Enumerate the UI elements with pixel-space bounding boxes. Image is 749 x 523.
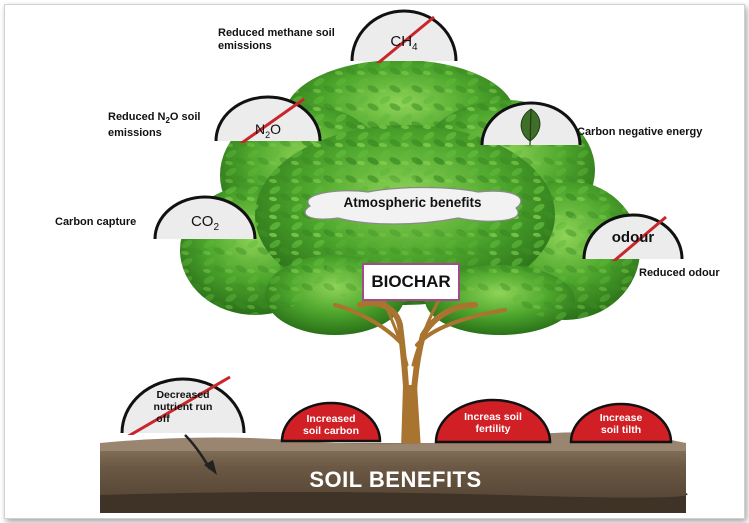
- n2o-label-part1: Reduced N: [108, 111, 166, 123]
- reduced-odour-label: Reduced odour: [639, 267, 720, 279]
- ch4-sub: 4: [412, 42, 418, 53]
- soil-carbon-line1: Increased: [306, 413, 356, 425]
- odour-dome: odour: [580, 213, 686, 261]
- runoff-arrowhead: [204, 460, 217, 475]
- soil-tilth-dome: Increase soil tilth: [568, 402, 674, 444]
- leaf-icon: [520, 108, 541, 146]
- ch4-dome: CH4: [348, 7, 460, 63]
- n2o-dome: N2O: [212, 95, 324, 143]
- soil-benefits-title: SOIL BENEFITS: [309, 467, 482, 492]
- soil-carbon-line2: soil carbon: [302, 425, 359, 437]
- carbon-capture-label: Carbon capture: [55, 216, 137, 228]
- co2-text: CO: [190, 213, 214, 230]
- n2o-label: Reduced N2O soil emissions: [108, 111, 228, 140]
- n2o-label-line2: emissions: [108, 127, 162, 140]
- co2-dome: CO2: [151, 195, 259, 241]
- decreased-line2: nutrient run: [153, 401, 213, 413]
- n2o-label-sub: 2: [165, 116, 170, 126]
- soil-fertility-line1: Increas soil: [464, 411, 522, 423]
- co2-sub: 2: [213, 222, 220, 233]
- carbon-negative-label: Carbon negative energy: [577, 126, 703, 138]
- soil-fertility-dome: Increas soil fertility: [433, 398, 553, 444]
- ch4-text: CH: [390, 33, 413, 50]
- odour-text: odour: [611, 229, 655, 246]
- decreased-runoff-dome: Decreased nutrient run off: [118, 375, 248, 435]
- soil-carbon-dome: Increased soil carbon: [279, 401, 383, 443]
- n2o-dome-sub: 2: [265, 129, 271, 140]
- soil-tilth-line1: Increase: [599, 412, 643, 424]
- methane-label: Reduced methane soil emissions: [218, 27, 335, 52]
- n2o-dome-text: N: [254, 121, 266, 137]
- decreased-line3: off: [156, 413, 170, 425]
- atmospheric-benefits-label: Atmospheric benefits: [343, 195, 482, 210]
- soil-tilth-line2: soil tilth: [600, 424, 642, 436]
- trunk-base: [401, 385, 421, 450]
- carbon-negative-dome: [478, 101, 584, 147]
- soil-layer: [100, 432, 688, 513]
- biochar-box: BIOCHAR: [362, 263, 460, 301]
- n2o-label-part2: O soil: [169, 111, 201, 123]
- soil-fertility-line2: fertility: [475, 423, 511, 435]
- decreased-line1: Decreased: [156, 389, 210, 401]
- n2o-dome-rest: O: [270, 121, 282, 137]
- atmospheric-cloud: [304, 186, 522, 225]
- figure-frame: Atmospheric benefits BIOCHAR Reduced met…: [4, 4, 745, 519]
